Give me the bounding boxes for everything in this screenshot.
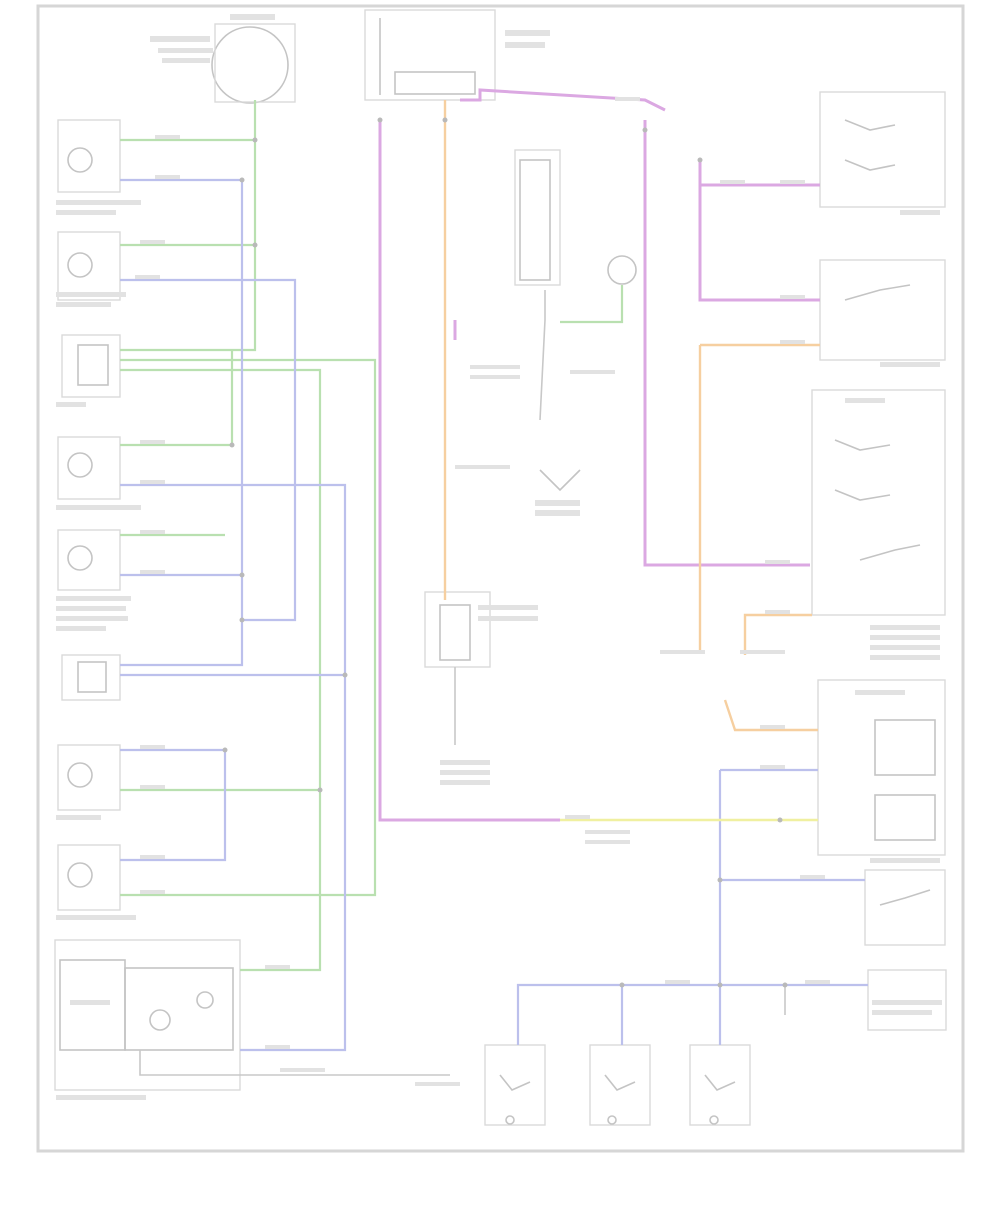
right-small-switch [864,869,946,946]
left-multi-connector-2 [61,654,121,701]
top-center-fuse-block [364,9,550,101]
left-connector-3 [56,436,141,510]
center-relay-box [424,591,538,785]
bottom-switch-1 [484,1044,546,1126]
diagram-frame [36,4,965,1153]
left-connector-2 [56,231,126,307]
right-module [817,679,946,863]
left-connector-1 [56,119,141,215]
right-switch-1 [819,91,946,215]
bottom-switch-2 [589,1044,651,1126]
top-left-component [150,14,296,104]
junction-dots [222,117,788,988]
left-connector-5 [56,744,121,820]
control-module [54,939,241,1100]
bottom-switch-3 [689,1044,751,1126]
left-connector-4 [56,529,131,631]
right-switch-2 [819,259,946,367]
left-multi-connector [56,334,121,407]
center-relay [514,149,637,516]
right-ground-module [867,969,947,1031]
blurred-wire-labels [135,97,830,1086]
left-connector-6 [56,844,136,920]
right-switch-3 [811,389,946,660]
